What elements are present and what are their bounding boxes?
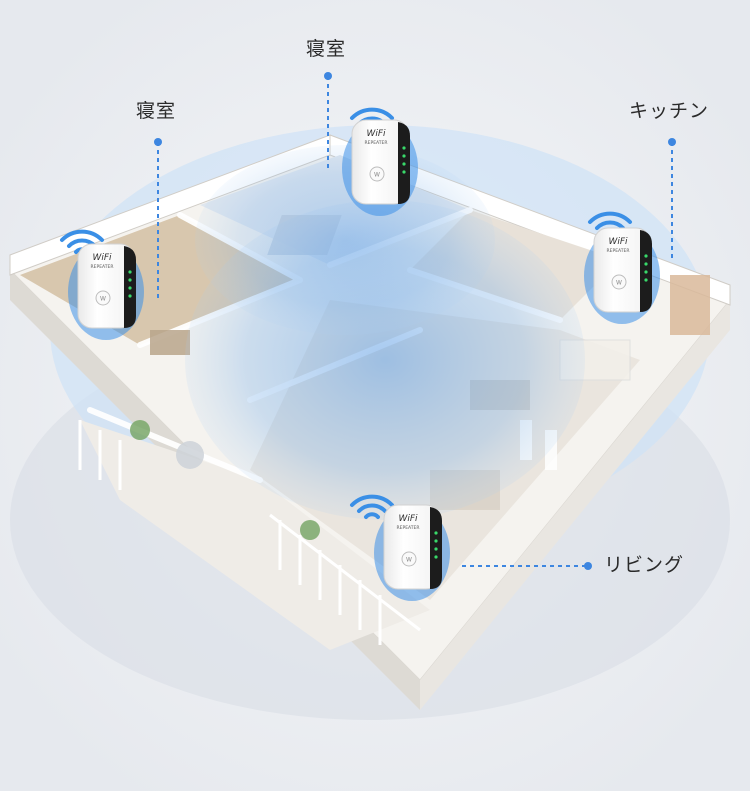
leader-dot-bedroom-top <box>324 72 332 80</box>
leader-dot-living <box>584 562 592 570</box>
coverage-top <box>195 145 495 335</box>
label-living: リビング <box>604 554 685 576</box>
wifi-repeater-bedroom-top <box>341 119 419 217</box>
wifi-repeater-kitchen <box>583 227 661 325</box>
label-kitchen: キッチン <box>629 100 710 122</box>
label-bedroom-top: 寝室 <box>306 38 347 60</box>
label-bedroom-left: 寝室 <box>136 100 177 122</box>
leader-dot-kitchen <box>668 138 676 146</box>
wifi-repeater-living <box>373 504 451 602</box>
room-balcony <box>80 420 430 650</box>
wifi-repeater-bedroom-left <box>67 243 145 341</box>
leader-dot-bedroom-left <box>154 138 162 146</box>
